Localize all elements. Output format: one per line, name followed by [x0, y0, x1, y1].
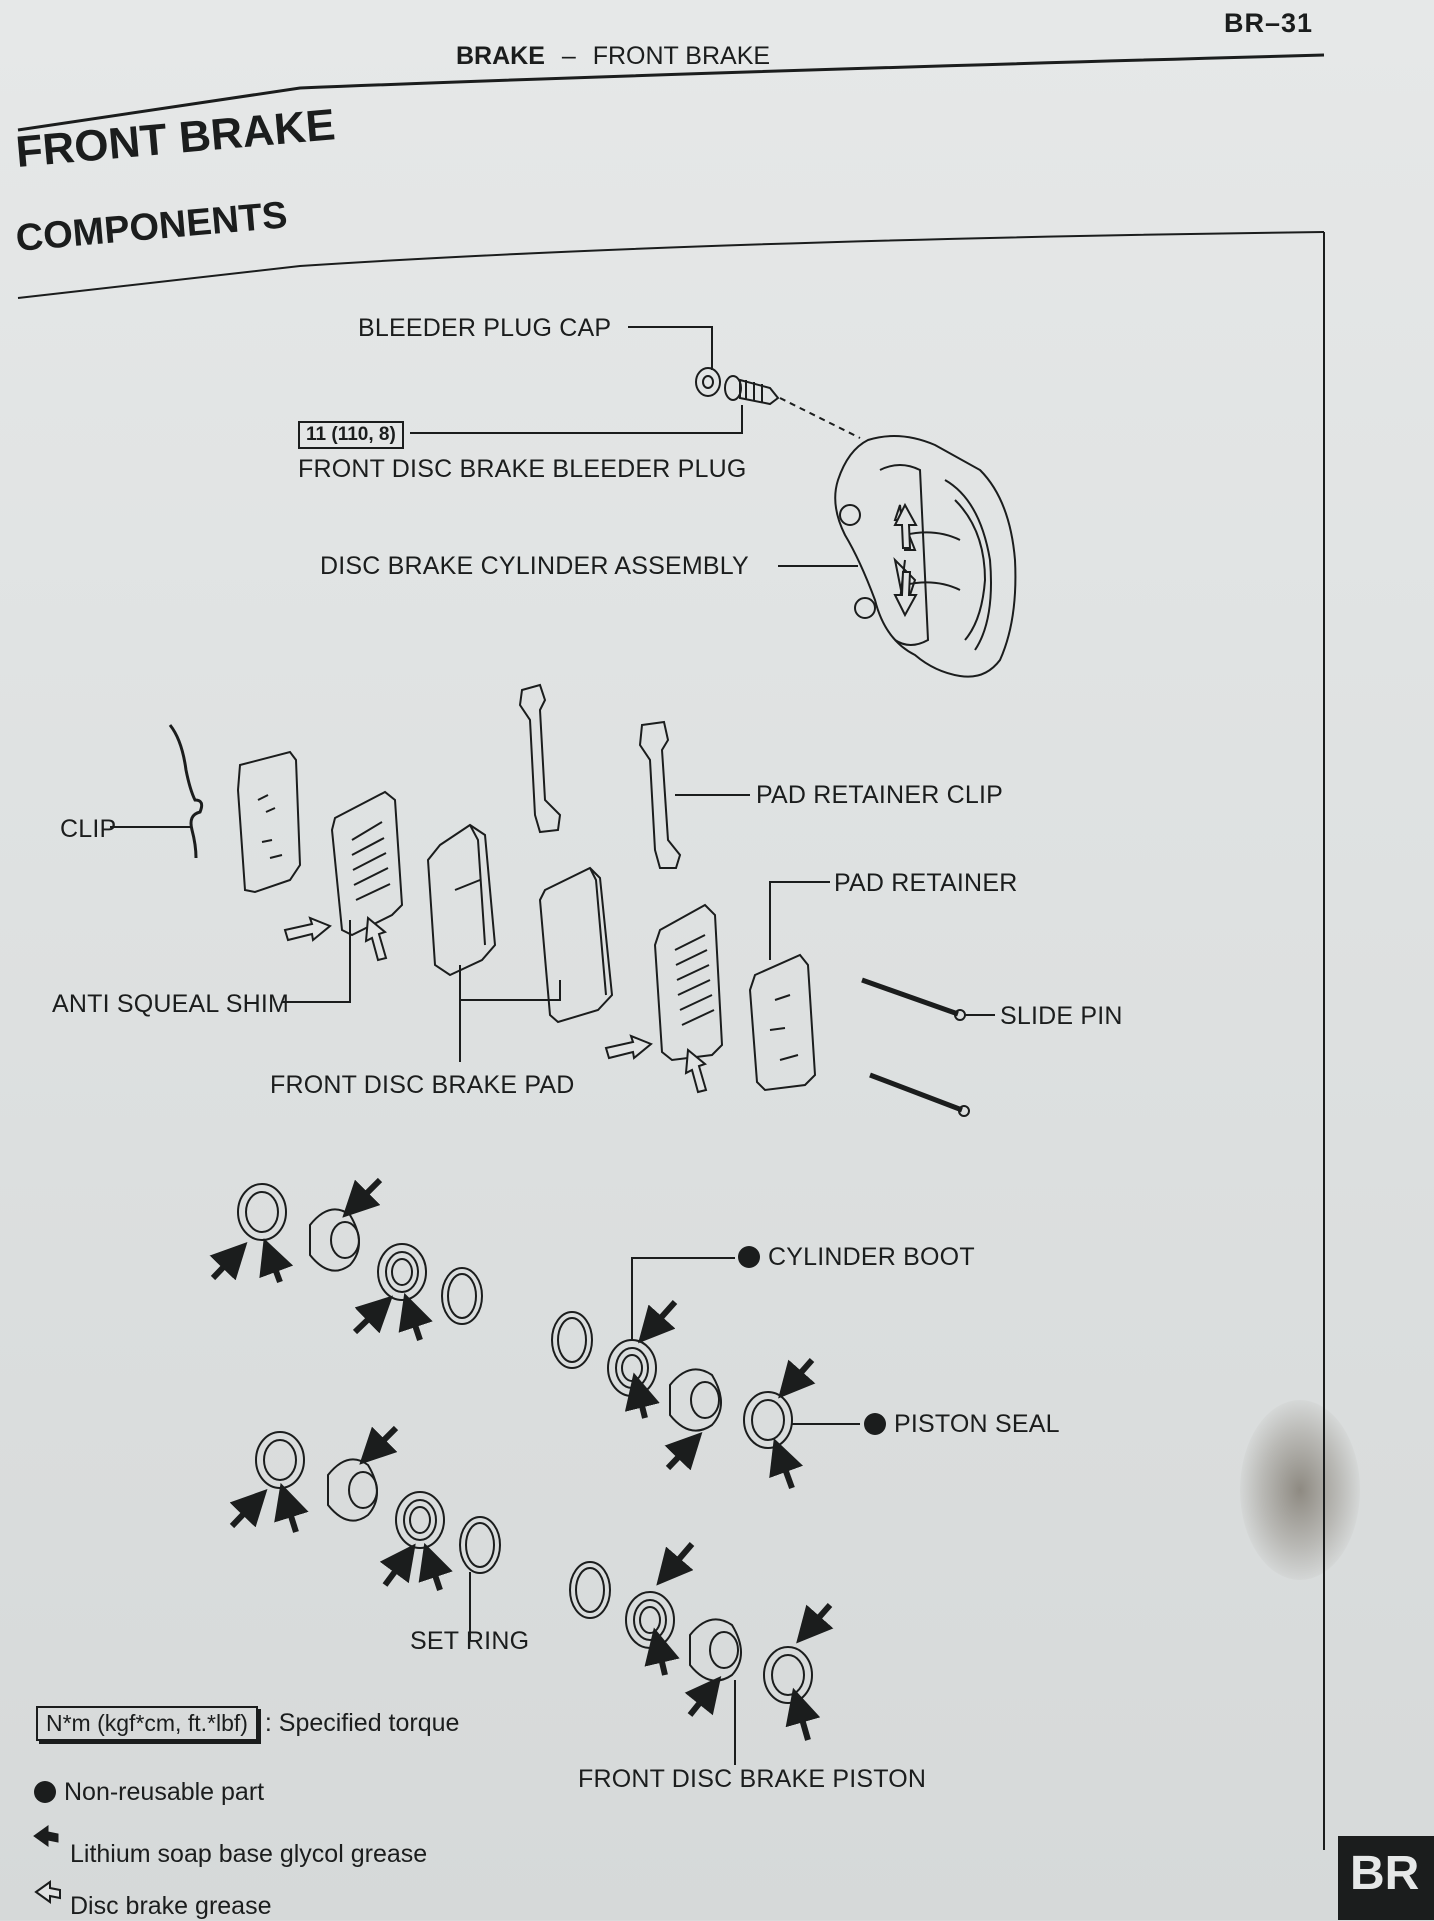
pad-retainer-drawing [748, 953, 817, 1092]
label-piston-seal: PISTON SEAL [864, 1410, 1060, 1439]
label-cylinder-boot-text: CYLINDER BOOT [768, 1243, 975, 1271]
legend-non-reusable-text: Non-reusable part [64, 1778, 265, 1806]
label-piston-seal-text: PISTON SEAL [894, 1410, 1060, 1438]
running-section: BRAKE [456, 42, 545, 70]
legend-non-reusable: Non-reusable part [34, 1778, 264, 1807]
diagram-frame [17, 231, 1325, 299]
pad-retainer-clip-1 [518, 683, 562, 834]
label-bleeder-plug-cap: BLEEDER PLUG CAP [358, 314, 612, 342]
page-number: BR–31 [1224, 8, 1314, 38]
legend-torque: N*m (kgf*cm, ft.*lbf) : Specified torque [36, 1706, 459, 1741]
label-cylinder-assembly: DISC BRAKE CYLINDER ASSEMBLY [320, 552, 749, 580]
slide-pin-2 [869, 1072, 963, 1113]
label-pad-retainer: PAD RETAINER [834, 869, 1018, 897]
brake-pad-right [538, 866, 614, 1024]
label-pad-retainer-clip: PAD RETAINER CLIP [756, 781, 1003, 809]
seal-group-lower-left [255, 1431, 501, 1574]
seal-group-lower-right [569, 1561, 813, 1704]
label-clip: CLIP [60, 815, 117, 843]
label-slide-pin: SLIDE PIN [1000, 1002, 1123, 1030]
anti-squeal-shim-middle [330, 790, 404, 937]
bleeder-plug-drawing [695, 367, 861, 439]
anti-squeal-shim-right [653, 903, 724, 1062]
hollow-arrow-icon [34, 1880, 61, 1904]
non-reusable-icon [738, 1246, 760, 1268]
clip-drawing [168, 724, 204, 859]
anti-squeal-shim-left [236, 750, 302, 894]
label-disc-brake-pad: FRONT DISC BRAKE PAD [270, 1071, 575, 1099]
caliper-drawing [834, 435, 1017, 678]
pad-retainer-clip-2 [638, 720, 682, 869]
running-separator: – [561, 42, 576, 70]
solid-arrow-icon [33, 1825, 59, 1847]
running-header: BRAKE – FRONT BRAKE [456, 42, 770, 71]
page-stain [1240, 1400, 1360, 1580]
label-piston: FRONT DISC BRAKE PISTON [578, 1765, 927, 1793]
section-tab: BR [1338, 1836, 1434, 1920]
header-rule [17, 53, 1325, 132]
brake-pad-left [426, 823, 497, 977]
label-anti-squeal-shim: ANTI SQUEAL SHIM [52, 990, 290, 1018]
seal-group-upper-left [237, 1183, 483, 1325]
seal-group-upper-right [551, 1311, 793, 1449]
filled-circle-icon [34, 1781, 56, 1803]
torque-value-box: 11 (110, 8) [298, 421, 404, 449]
legend-torque-box: N*m (kgf*cm, ft.*lbf) [36, 1706, 258, 1741]
label-bleeder-plug: FRONT DISC BRAKE BLEEDER PLUG [298, 455, 747, 483]
label-cylinder-boot: CYLINDER BOOT [738, 1243, 975, 1272]
legend-torque-desc: : Specified torque [264, 1709, 460, 1737]
non-reusable-icon [864, 1413, 886, 1435]
label-set-ring: SET RING [410, 1627, 530, 1655]
legend-disc-grease-text: Disc brake grease [70, 1892, 272, 1920]
running-subsection: FRONT BRAKE [592, 42, 771, 70]
slide-pin-1 [861, 977, 959, 1017]
legend-lithium-text: Lithium soap base glycol grease [70, 1840, 428, 1868]
